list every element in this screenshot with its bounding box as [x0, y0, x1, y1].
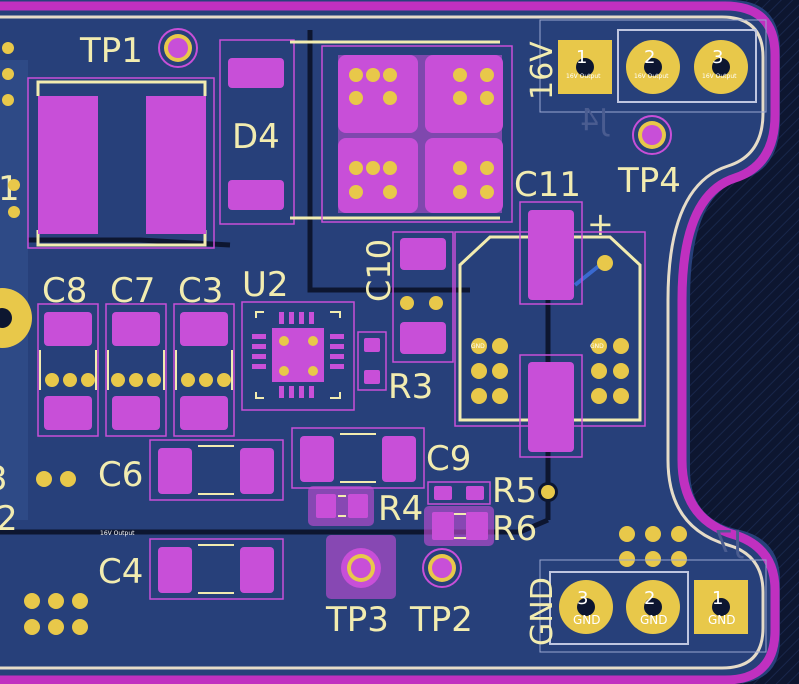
tp4-test-point[interactable]	[632, 115, 672, 155]
c4-capacitor-footprint[interactable]	[149, 538, 284, 600]
connector-bottom[interactable]	[539, 559, 767, 653]
left-mounting-hole	[0, 308, 12, 328]
connector-top-pin2-net: 16V Output	[634, 73, 669, 80]
tp2-label: TP2	[409, 600, 473, 640]
left-gnd-vias	[24, 471, 88, 635]
connector-bottom-pin1-net: GND	[708, 613, 736, 627]
c7-capacitor-footprint[interactable]	[105, 303, 167, 437]
u2-ic-footprint[interactable]	[241, 301, 355, 411]
connector-top[interactable]	[539, 19, 767, 113]
left-partial-label-2: 2	[0, 499, 18, 539]
c9-label: C9	[426, 439, 471, 479]
c11-via-net-a: GND	[471, 343, 485, 350]
connector-bottom-pin2-net: GND	[640, 613, 668, 627]
r5-label: R5	[492, 471, 537, 511]
tp2-test-point[interactable]	[422, 548, 462, 588]
u2-label: U2	[242, 265, 289, 305]
c3-label: C3	[178, 271, 223, 311]
connector-bottom-pin3-net: GND	[573, 613, 601, 627]
connector-top-pin1-number: 1	[576, 47, 587, 68]
connector-top-pin3-net: 16V Output	[702, 73, 737, 80]
c8-label: C8	[42, 271, 87, 311]
tp3-label: TP3	[325, 600, 389, 640]
power-ic-vias	[349, 68, 494, 199]
c10-label: C10	[360, 239, 398, 302]
left-via-column	[2, 42, 20, 218]
c11-capacitor-footprint[interactable]	[454, 201, 646, 458]
r6-resistor-footprint[interactable]	[424, 506, 494, 546]
tp1-label: TP1	[79, 31, 143, 71]
left-mounting-pad	[0, 288, 32, 348]
cap-row-gnd-vias	[45, 373, 231, 387]
c11-gnd-vias	[471, 338, 629, 404]
r5-resistor-footprint[interactable]	[427, 481, 491, 505]
connector-bottom-pin2-number: 2	[644, 588, 655, 609]
c9-capacitor-footprint[interactable]	[291, 427, 425, 489]
r3-label: R3	[388, 367, 433, 407]
c11-via-net-b: GND	[590, 343, 604, 350]
c6-label: C6	[98, 455, 143, 495]
left-partial-label-3: 3	[0, 459, 8, 499]
c10-capacitor-footprint[interactable]	[392, 231, 454, 363]
r6-label: R6	[492, 509, 537, 549]
tp4-label: TP4	[617, 161, 681, 201]
connector-bottom-pin1-number: 1	[712, 588, 723, 609]
connector-top-net-label: 16V	[525, 41, 560, 100]
connector-bottom-net-label: GND	[525, 577, 560, 646]
r5-via	[541, 485, 555, 499]
r4-label: R4	[378, 489, 423, 529]
board-edge-outline	[0, 1, 780, 684]
c6-capacitor-footprint[interactable]	[149, 439, 284, 501]
tp3-test-point[interactable]	[326, 535, 396, 599]
c4-label: C4	[98, 552, 143, 592]
c3-capacitor-footprint[interactable]	[173, 303, 235, 437]
r3-resistor-footprint[interactable]	[357, 331, 387, 391]
c8-capacitor-footprint[interactable]	[37, 303, 99, 437]
connector-bottom-ref-mirrored: J7	[714, 525, 744, 560]
connector-bottom-pin3-number: 3	[577, 588, 588, 609]
board-edge-inner-line	[0, 15, 765, 670]
c11-label: C11	[514, 165, 581, 205]
trace-net-label: 16V Output	[100, 530, 135, 537]
tp1-test-point[interactable]	[158, 28, 198, 68]
c7-label: C7	[110, 271, 155, 311]
connector-top-ref-mirrored: J4	[580, 103, 610, 138]
r4-resistor-footprint[interactable]	[308, 486, 374, 526]
trace-blue-segment	[573, 263, 602, 287]
connector-top-pin1-net: 16V Output	[566, 73, 601, 80]
inductor-footprint[interactable]	[27, 77, 215, 249]
d4-label: D4	[232, 117, 280, 157]
connector-top-pin2-number: 2	[644, 47, 655, 68]
d4-diode-footprint[interactable]	[219, 39, 295, 225]
j7-gnd-vias	[619, 526, 687, 567]
connector-top-pin3-number: 3	[712, 47, 723, 68]
